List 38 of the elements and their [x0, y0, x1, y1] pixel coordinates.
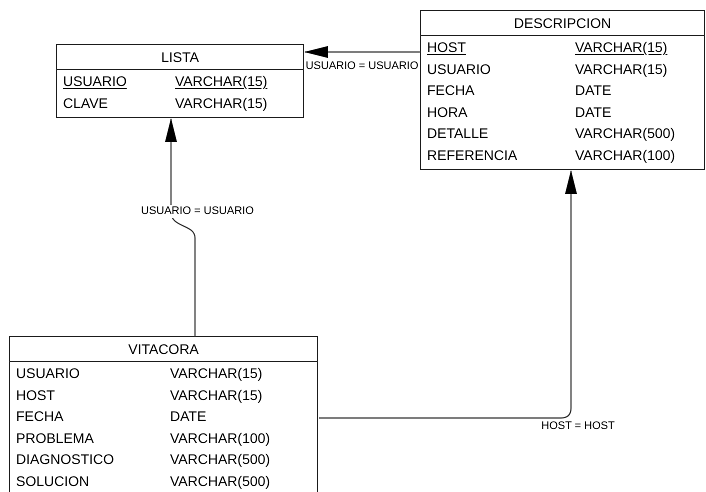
column-name: CLAVE: [63, 94, 108, 112]
column-type: VARCHAR(500): [575, 124, 676, 143]
column-name: USUARIO: [16, 364, 80, 383]
entity-table: [56, 44, 304, 118]
column-type: DATE: [575, 102, 612, 122]
relationship-arrow: [304, 46, 420, 58]
column-type: VARCHAR(15): [175, 72, 268, 91]
relationship-arrow: [165, 118, 196, 336]
column-type: VARCHAR(15): [175, 94, 268, 113]
table-name: DESCRIPCION: [421, 11, 704, 36]
column-type: VARCHAR(500): [170, 472, 270, 491]
column-type: VARCHAR(100): [575, 146, 676, 165]
column-name: HOST: [427, 38, 466, 57]
column-type: VARCHAR(15): [575, 38, 668, 57]
column-type: VARCHAR(15): [170, 364, 262, 383]
column-name: DIAGNOSTICO: [16, 450, 114, 469]
column-type: VARCHAR(15): [170, 386, 262, 405]
column-type: VARCHAR(15): [575, 60, 668, 79]
column-name: REFERENCIA: [427, 146, 518, 164]
entity-table: [420, 10, 705, 170]
table-name: VITACORA: [10, 337, 317, 362]
column-name: HOST: [16, 386, 55, 404]
column-name: SOLUCION: [16, 472, 90, 490]
column-type: VARCHAR(500): [170, 450, 270, 469]
column-name: PROBLEMA: [16, 428, 94, 448]
table-name: LISTA: [57, 45, 303, 70]
column-name: USUARIO: [63, 72, 127, 91]
column-type: DATE: [575, 81, 612, 100]
column-name: HORA: [427, 102, 468, 122]
relationship-arrow: [319, 170, 577, 419]
column-type: VARCHAR(100): [170, 428, 270, 448]
column-name: DETALLE: [427, 124, 488, 143]
column-name: FECHA: [16, 407, 64, 426]
entity-table: [9, 336, 318, 492]
column-name: USUARIO: [427, 60, 491, 78]
column-type: DATE: [170, 407, 206, 426]
edge-label: USUARIO = USUARIO: [141, 205, 253, 218]
column-name: FECHA: [427, 81, 474, 100]
